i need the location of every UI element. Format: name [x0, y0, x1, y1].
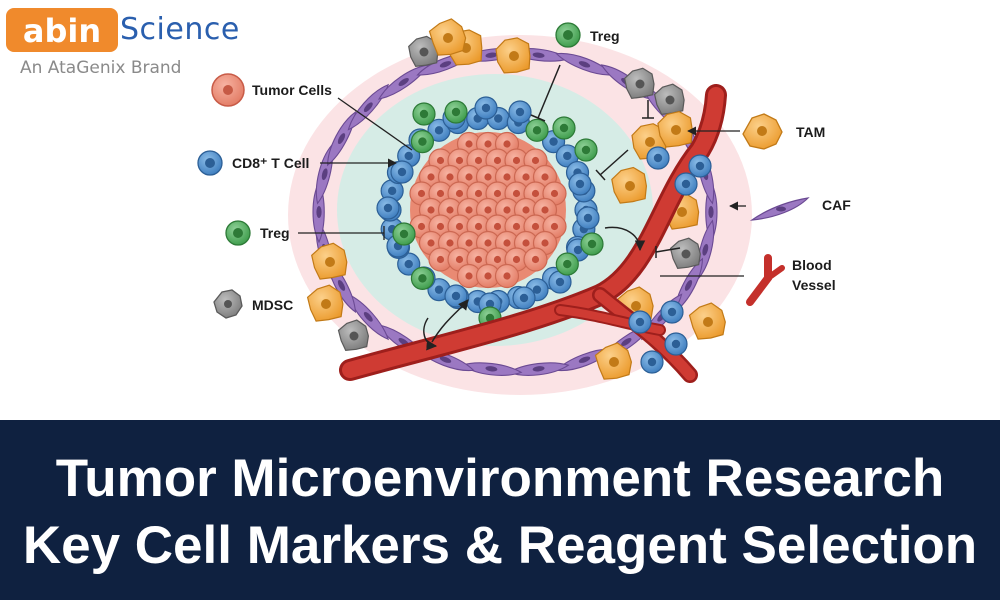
mdsc-cell	[669, 237, 701, 270]
tam-layer	[306, 18, 726, 380]
label-cd8-t-cell: CD8⁺ T Cell	[232, 155, 309, 171]
logo-mark-text: abin	[23, 12, 101, 50]
tcell-infiltration-arrow	[431, 299, 469, 343]
treg-cell	[525, 118, 549, 142]
label-vessel: Vessel	[792, 277, 836, 293]
logo-tagline: An AtaGenix Brand	[20, 58, 182, 78]
cd8-t-cell	[628, 310, 652, 334]
mdsc-cell	[337, 319, 370, 352]
cd8-t-cell	[508, 100, 532, 124]
t-cell-layer	[376, 96, 600, 316]
legend-treg-left: Treg	[225, 220, 385, 246]
mdsc-cell	[623, 67, 655, 100]
logo-name: Science	[120, 12, 240, 47]
cd8-t-cell	[555, 144, 579, 168]
interaction-arrows	[423, 64, 681, 351]
vessel-t-cells	[628, 146, 712, 374]
treg-top-inhibit-arrow	[537, 64, 561, 119]
cd8-t-cell	[646, 146, 670, 170]
cd8-t-cell	[664, 332, 688, 356]
treg-cell	[410, 130, 435, 154]
tumor-microenvironment-diagram: Tumor Cells CD8⁺ T Cell Treg MDSC Treg	[197, 18, 851, 395]
label-blood: Blood	[792, 257, 832, 273]
recruitment-arrow	[604, 226, 646, 252]
label-tam: TAM	[796, 124, 825, 140]
tumor-cell	[523, 247, 548, 272]
legend: Tumor Cells CD8⁺ T Cell Treg MDSC Treg	[197, 22, 851, 319]
cd8-t-cell	[674, 172, 698, 196]
tam-cell	[495, 37, 531, 74]
treg-cell	[410, 266, 435, 290]
tam-cell	[311, 242, 348, 280]
tumor-cells-cluster	[409, 131, 567, 289]
cd8-t-cell	[376, 196, 400, 220]
tam-cell	[428, 18, 467, 56]
treg-cell	[555, 252, 579, 276]
legend-cd8-t-cell: CD8⁺ T Cell	[197, 150, 397, 176]
cd8-t-cell	[576, 206, 600, 230]
tam-cell	[611, 166, 648, 204]
caf-cell	[326, 110, 357, 167]
legend-blood-vessel: Blood Vessel	[660, 254, 836, 306]
tam-inhibit-arrow	[599, 149, 629, 176]
vessel-inhibit-arrow	[655, 247, 681, 253]
treg-cell	[574, 138, 598, 162]
cd8-t-cell	[474, 96, 498, 120]
tumor-cell	[494, 263, 520, 289]
tumor-cell	[475, 263, 501, 289]
cd8-t-cell	[541, 130, 566, 154]
cd8-t-cell	[390, 160, 414, 184]
abin-logo-mark: abin	[6, 8, 118, 52]
label-caf: CAF	[822, 197, 851, 213]
treg-cell	[412, 102, 436, 126]
caf-cell	[507, 362, 570, 376]
label-treg-left: Treg	[260, 225, 290, 241]
legend-tam: TAM	[687, 113, 825, 150]
caf-cell	[347, 83, 390, 131]
tam-cell	[688, 302, 726, 340]
legend-caf: CAF	[729, 197, 851, 221]
tumor-cell	[456, 263, 482, 289]
cd8-t-cell	[568, 172, 592, 196]
tam-cell	[594, 342, 633, 380]
cd8-t-cell	[640, 350, 664, 374]
legend-tumor-cells: Tumor Cells	[211, 73, 413, 151]
tam-cell	[306, 284, 344, 322]
title-banner	[0, 420, 1000, 600]
legend-mdsc: MDSC	[213, 289, 293, 319]
cd8-t-cell	[660, 300, 684, 324]
cd8-t-cell	[688, 154, 712, 178]
banner-subtitle: Key Cell Markers & Reagent Selection	[22, 516, 978, 575]
cd8-t-cell	[397, 252, 421, 276]
cd8-t-cell	[380, 179, 404, 203]
mdsc-layer	[337, 35, 701, 352]
legend-treg-top: Treg	[555, 22, 620, 48]
mdsc-suppression-arrow	[423, 317, 438, 351]
tam-cell	[657, 110, 693, 148]
cd8-t-cell	[512, 286, 536, 310]
treg-cell	[580, 232, 604, 256]
banner-title: Tumor Microenvironment Research	[55, 449, 945, 508]
label-treg-top: Treg	[590, 28, 620, 44]
treg-cell	[552, 116, 576, 140]
abin-science-logo: abin Science An AtaGenix Brand	[6, 8, 246, 78]
label-tumor-cells: Tumor Cells	[252, 82, 332, 98]
treg-cell	[444, 100, 468, 124]
treg-cell	[392, 222, 416, 246]
label-mdsc: MDSC	[252, 297, 293, 313]
